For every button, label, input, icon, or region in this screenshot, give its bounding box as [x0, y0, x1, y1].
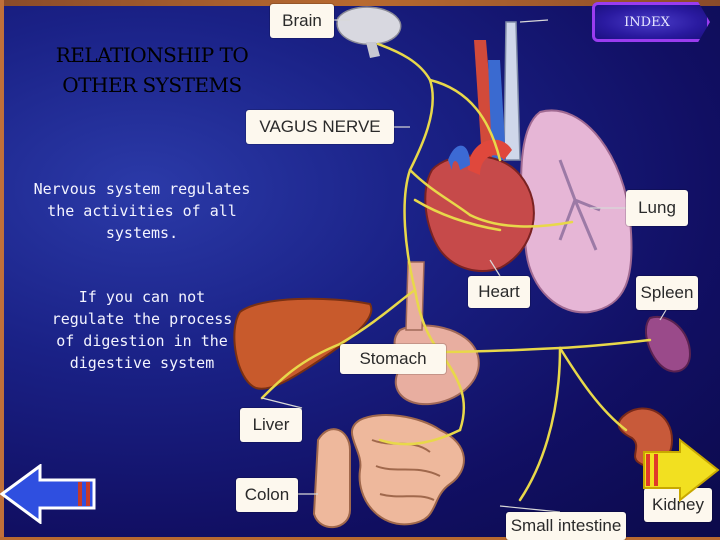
- next-button[interactable]: [640, 438, 720, 502]
- label-vagus-nerve: VAGUS NERVE: [246, 110, 394, 144]
- colon-illustration: [312, 428, 351, 529]
- label-spleen: Spleen: [636, 276, 698, 310]
- label-liver: Liver: [240, 408, 302, 442]
- label-lung: Lung: [626, 190, 688, 226]
- lung-illustration: [520, 109, 633, 314]
- paragraph-regulation: Nervous system regulates the activities …: [33, 180, 251, 242]
- label-stomach: Stomach: [340, 344, 446, 374]
- label-leader-lines: [261, 19, 679, 513]
- left-border: [0, 0, 4, 540]
- top-border: [0, 0, 720, 6]
- brain-illustration: [336, 6, 402, 45]
- brainstem-illustration: [366, 42, 380, 58]
- aorta-illustration: [468, 139, 512, 175]
- paragraph-digestion: If you can not regulate the process of d…: [51, 288, 233, 372]
- index-button[interactable]: INDEX: [592, 2, 710, 42]
- label-colon: Colon: [236, 478, 298, 512]
- heart-illustration: [424, 154, 535, 272]
- label-small-intestine: Small intestine: [506, 512, 626, 540]
- back-button[interactable]: [0, 464, 96, 524]
- lung-airways: [558, 159, 601, 251]
- slide-title: RELATIONSHIP TO OTHER SYSTEMS: [55, 43, 249, 97]
- label-brain: Brain: [270, 4, 334, 38]
- liver-illustration: [233, 297, 373, 390]
- pulmonary-artery: [448, 145, 470, 170]
- label-heart: Heart: [468, 276, 530, 308]
- index-button-label: INDEX: [624, 14, 670, 30]
- vagus-nerve-network: [260, 42, 652, 502]
- bottom-border: [0, 537, 720, 540]
- right-arrow-icon: [643, 438, 720, 502]
- trachea-illustration: [503, 21, 521, 161]
- spleen-illustration: [645, 315, 692, 373]
- left-arrow-icon: [0, 464, 96, 524]
- label-kidney: Kidney: [644, 488, 712, 522]
